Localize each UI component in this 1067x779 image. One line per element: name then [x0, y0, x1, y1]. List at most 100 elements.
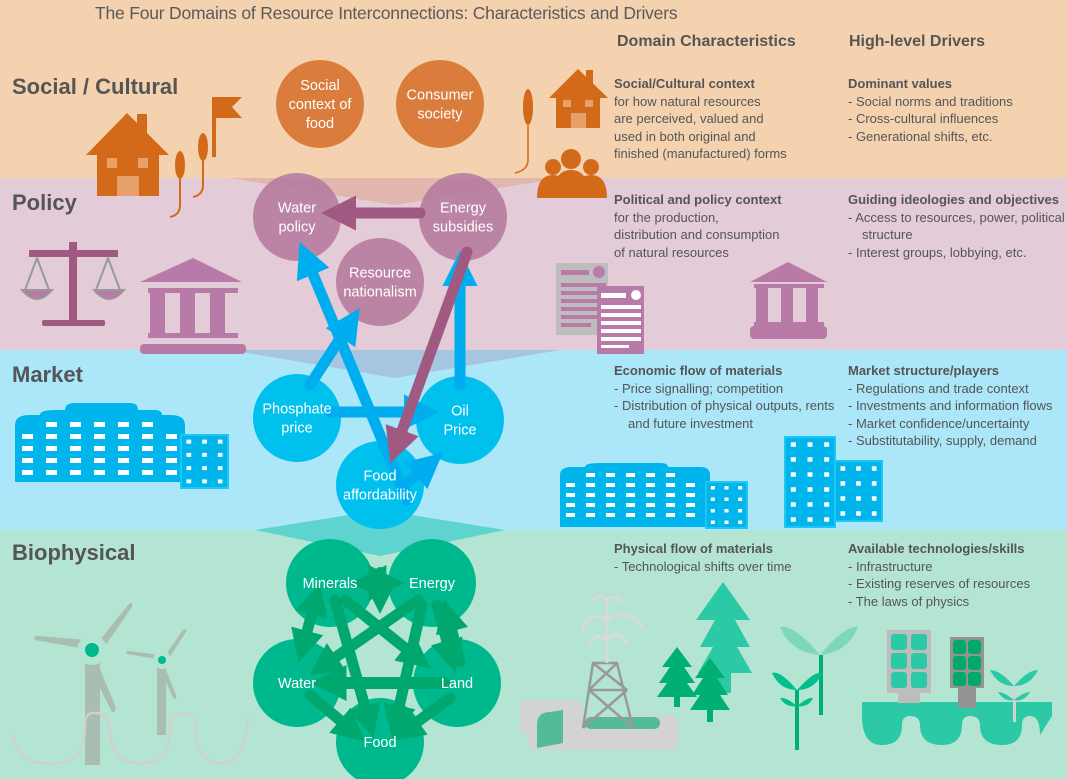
driver-heading: Guiding ideologies and objectives — [848, 192, 1059, 207]
node-label: Consumer — [407, 88, 474, 104]
node-label: Minerals — [303, 576, 358, 592]
node-label: subsidies — [433, 220, 493, 236]
description-line: are perceived, valued and — [614, 111, 764, 126]
government-building-icon — [140, 258, 246, 354]
characteristic-market: Economic flow of materials - Price signal… — [614, 362, 844, 432]
bullet-item: - Substitutability, supply, demand — [848, 433, 1037, 448]
node-label: nationalism — [343, 285, 416, 301]
description-line: distribution and consumption — [614, 227, 780, 242]
domain-label-policy: Policy — [12, 190, 77, 215]
node-label: Price — [443, 423, 476, 439]
bullet-item: - Technological shifts over time — [614, 558, 792, 574]
bullet-item: - Infrastructure — [848, 558, 933, 574]
node-label: Food — [363, 735, 396, 751]
domain-label-social: Social / Cultural — [12, 74, 179, 99]
node-label: Water — [278, 201, 316, 217]
page-title: The Four Domains of Resource Interconnec… — [95, 3, 678, 23]
node-label: context of — [289, 97, 353, 113]
domain-label-biophysical: Biophysical — [12, 540, 136, 565]
connection-arrow — [291, 582, 328, 663]
bullet-item: - Generational shifts, etc. — [848, 128, 993, 144]
bullet-item: - Regulations and trade context — [848, 380, 1029, 396]
description-line: of natural resources — [614, 244, 729, 260]
wheat-icon — [169, 133, 208, 218]
wheat-icon — [514, 89, 533, 174]
funnel-market-bio-lower — [255, 530, 505, 556]
description-line: for how natural resources — [614, 93, 761, 109]
node-label: policy — [278, 220, 316, 236]
driver-social: Dominant values- Social norms and tradit… — [848, 75, 1067, 145]
plant-sprout-icon — [772, 626, 858, 750]
node-label: price — [281, 421, 312, 437]
description-line: for the production, — [614, 209, 719, 225]
oil-rig-icon — [520, 594, 678, 750]
office-building-icon — [784, 436, 883, 528]
documents-icon — [556, 263, 644, 354]
band-policy — [0, 178, 1067, 350]
node-label: affordability — [343, 488, 418, 504]
bullet-item: - Access to resources, power, political … — [848, 209, 1065, 243]
node-water-policy — [253, 173, 341, 261]
bullet-item: - The laws of physics — [848, 593, 970, 609]
driver-biophysical: Available technologies/skills - Infrastru… — [848, 540, 1067, 610]
node-label: Land — [441, 676, 473, 692]
node-phosphate-price — [253, 374, 341, 462]
funnel-policy-market — [230, 350, 560, 378]
node-label: Energy — [409, 576, 456, 592]
node-label: Social — [300, 78, 340, 94]
house-icon — [86, 113, 169, 196]
column-header-drivers: High-level Drivers — [849, 33, 986, 50]
node-label: Phosphate — [262, 402, 331, 418]
office-building-icon — [15, 403, 229, 489]
bullet-item: - Market confidence/uncertainty — [848, 415, 1030, 431]
driver-heading: Market structure/players — [848, 363, 1000, 378]
waves-line — [10, 711, 250, 765]
bullet-item: - Existing reserves of resources — [848, 576, 1031, 591]
description-line: finished (manufactured) forms — [614, 146, 787, 161]
connection-arrow — [385, 246, 473, 464]
driver-policy: Guiding ideologies and objectives - Acces… — [848, 191, 1067, 261]
government-building-icon — [750, 262, 827, 339]
connection-arrow — [391, 692, 456, 741]
connection-arrow — [304, 308, 360, 391]
bullet-item: - Price signalling; competition — [614, 380, 784, 396]
connection-arrow — [329, 594, 381, 738]
solar-panel-icon — [862, 630, 1052, 745]
node-label: Water — [278, 676, 316, 692]
characteristic-heading: Physical flow of materials — [614, 541, 773, 556]
connection-arrow — [383, 599, 428, 738]
bullet-item: - Investments and information flows — [848, 398, 1053, 413]
node-label: Energy — [440, 201, 487, 217]
characteristic-heading: Economic flow of materials — [614, 363, 783, 378]
connection-arrow — [309, 594, 424, 676]
description-line: used in both original and — [614, 128, 756, 144]
column-header-characteristics: Domain Characteristics — [617, 33, 796, 50]
driver-market: Market structure/players - Regulations an… — [848, 362, 1067, 450]
node-resource-nationalism — [336, 238, 424, 326]
characteristic-heading: Political and policy context — [614, 192, 782, 207]
node-label: Food — [363, 469, 396, 485]
connection-arrow — [304, 689, 366, 742]
node-consumer-society — [396, 60, 484, 148]
wind-turbine-icon — [34, 602, 187, 765]
node-energy-subsidies — [419, 173, 507, 261]
bullet-item: - Cross-cultural influences — [848, 111, 999, 126]
driver-heading: Available technologies/skills — [848, 541, 1025, 556]
node-label: Oil — [451, 404, 469, 420]
people-group-icon — [537, 149, 607, 198]
bullet-item: - Distribution of physical outputs, rent… — [614, 398, 835, 431]
scales-icon — [19, 242, 127, 326]
domain-label-market: Market — [12, 362, 83, 387]
node-label: society — [417, 107, 463, 123]
tree-icon — [657, 582, 752, 722]
flag-icon — [212, 97, 242, 157]
office-building-icon — [560, 463, 748, 529]
node-label: Resource — [349, 266, 411, 282]
bullet-item: - Interest groups, lobbying, etc. — [848, 244, 1027, 260]
band-social-cultural — [0, 0, 1067, 178]
connection-arrow — [436, 599, 468, 668]
characteristic-policy: Political and policy context for the prod… — [614, 191, 844, 261]
connection-arrow — [399, 452, 443, 491]
